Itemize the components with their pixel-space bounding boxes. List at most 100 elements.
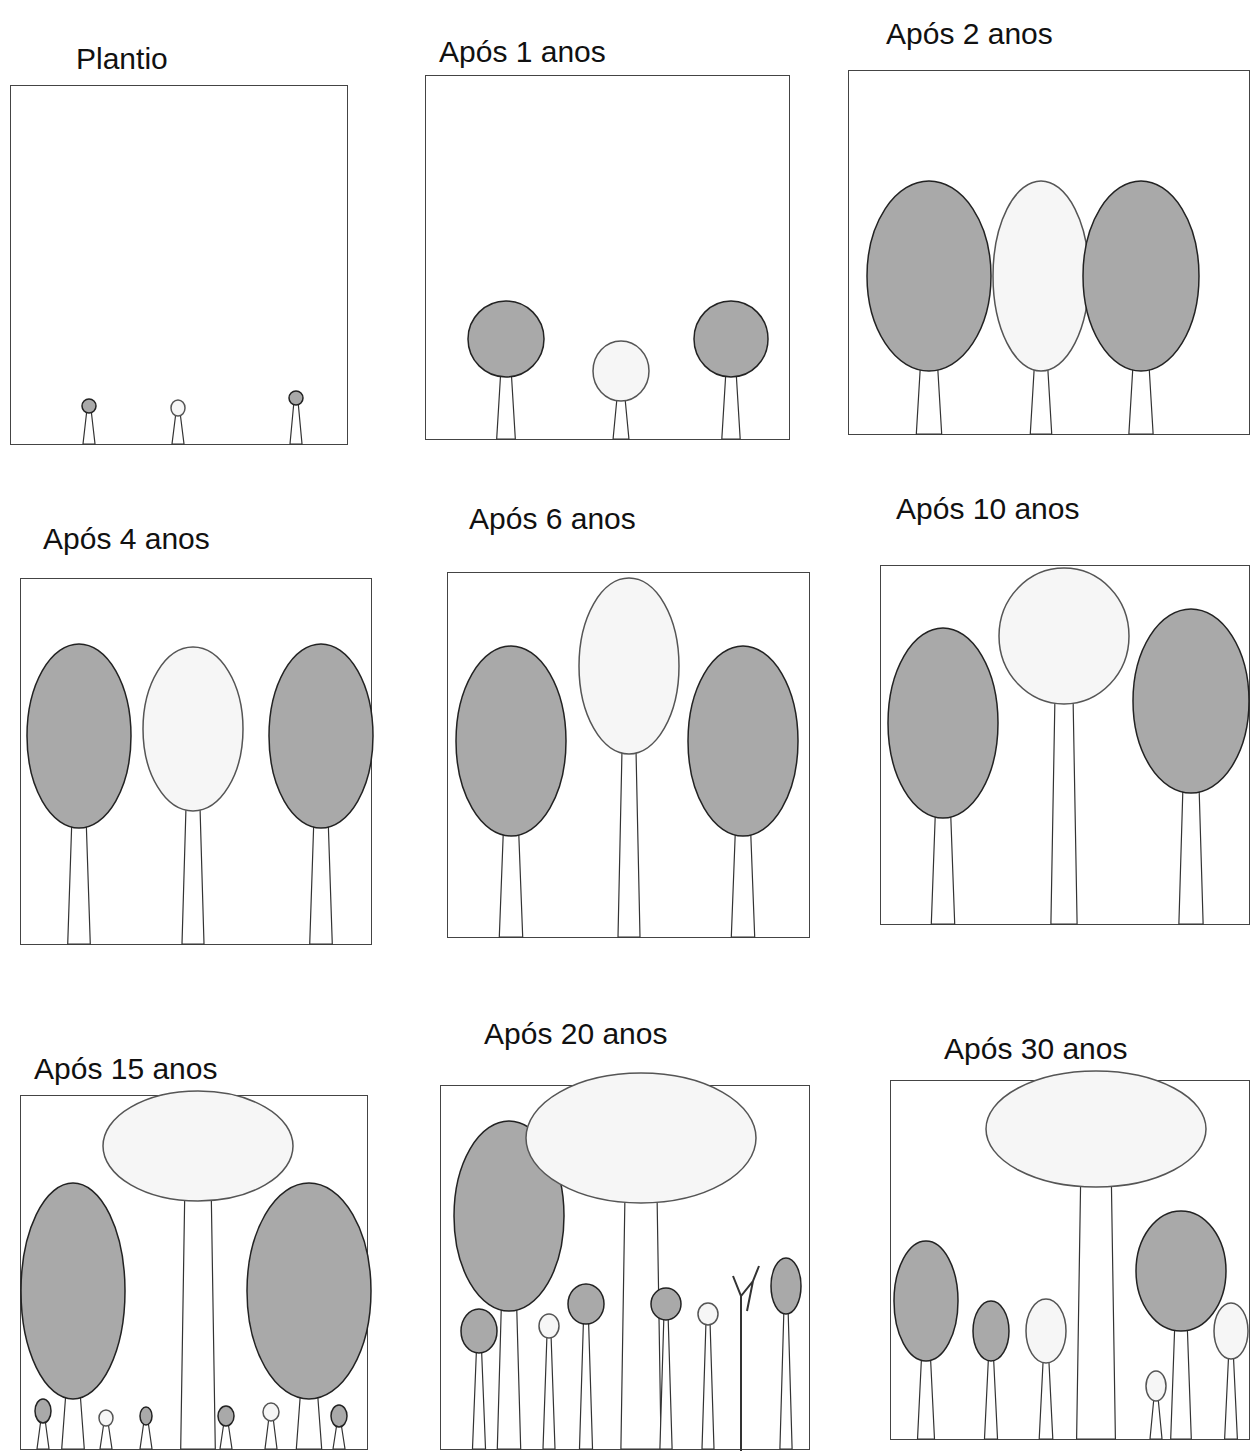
tree-trunk [731, 832, 754, 937]
tree-trunk [83, 409, 95, 444]
tree-trunk [579, 1320, 592, 1449]
stage-heading: Plantio [76, 41, 168, 77]
tree-trunk [1077, 1183, 1116, 1439]
stage-panel: Após 4 anos [20, 578, 372, 945]
tree-trunk [182, 807, 204, 944]
tree-trunk [290, 401, 302, 444]
late-tree-crown [867, 181, 991, 371]
forest-illustration [891, 1081, 1251, 1441]
tree-trunk [472, 1349, 485, 1449]
pioneer-tree-crown [1146, 1371, 1166, 1401]
late-tree-crown [771, 1258, 801, 1314]
late-tree-crown [269, 644, 373, 828]
forest-illustration [441, 1086, 811, 1451]
pioneer-tree-crown [579, 578, 679, 754]
tree-trunk [1051, 700, 1077, 924]
late-tree-crown [888, 628, 998, 818]
late-tree-crown [289, 391, 303, 405]
forest-illustration [448, 573, 811, 939]
tree-trunk [497, 1307, 520, 1449]
tree-trunk [499, 832, 522, 937]
late-tree-crown [1133, 609, 1249, 793]
late-tree-crown [140, 1407, 152, 1425]
tree-trunk [984, 1357, 997, 1439]
pioneer-tree-crown [1026, 1299, 1066, 1363]
tree-trunk [722, 373, 740, 439]
tree-trunk [621, 1199, 661, 1449]
late-tree-crown [651, 1288, 681, 1320]
late-tree-crown [456, 646, 566, 836]
pioneer-tree-crown [526, 1073, 756, 1203]
tree-trunk [1150, 1397, 1162, 1439]
forest-illustration [21, 1096, 369, 1451]
pioneer-tree-crown [103, 1091, 293, 1201]
stage-heading: Após 6 anos [469, 501, 636, 537]
forest-illustration [21, 579, 373, 946]
late-tree-crown [694, 301, 768, 377]
pioneer-tree-crown [539, 1314, 559, 1338]
tree-trunk [310, 824, 333, 944]
stage-panel: Após 1 anos [425, 75, 790, 440]
dead-tree [733, 1266, 759, 1451]
pioneer-tree-crown [263, 1403, 279, 1421]
forest-illustration [11, 86, 349, 446]
tree-trunk [1225, 1355, 1238, 1439]
tree-trunk [296, 1395, 321, 1449]
stage-panel: Após 15 anos [20, 1095, 368, 1450]
stage-heading: Após 30 anos [944, 1031, 1127, 1067]
late-tree-crown [21, 1183, 125, 1399]
tree-trunk [1179, 789, 1203, 924]
tree-trunk [62, 1395, 85, 1449]
tree-trunk [931, 814, 954, 924]
forest-illustration [881, 566, 1251, 926]
late-tree-crown [1083, 181, 1199, 371]
tree-trunk [916, 367, 941, 434]
tree-trunk [1129, 367, 1153, 434]
tree-trunk [613, 397, 629, 439]
late-tree-crown [82, 399, 96, 413]
stage-panel: Após 10 anos [880, 565, 1250, 925]
tree-trunk [172, 412, 184, 444]
stage-panel: Após 30 anos [890, 1080, 1250, 1440]
stage-panel: Após 2 anos [848, 70, 1250, 435]
pioneer-tree-crown [698, 1303, 718, 1325]
forest-illustration [849, 71, 1251, 436]
late-tree-crown [247, 1183, 371, 1399]
pioneer-tree-crown [999, 568, 1129, 704]
tree-trunk [1171, 1327, 1192, 1439]
late-tree-crown [27, 644, 131, 828]
tree-trunk [660, 1316, 672, 1449]
pioneer-tree-crown [171, 400, 185, 416]
forest-illustration [426, 76, 791, 441]
late-tree-crown [688, 646, 798, 836]
tree-trunk [780, 1310, 792, 1449]
pioneer-tree-crown [986, 1071, 1206, 1187]
stage-panel: Após 20 anos [440, 1085, 810, 1450]
stage-heading: Após 10 anos [896, 491, 1079, 527]
pioneer-tree-crown [593, 341, 649, 401]
tree-trunk [181, 1197, 216, 1449]
late-tree-crown [1136, 1211, 1226, 1331]
stage-heading: Após 2 anos [886, 16, 1053, 52]
pioneer-tree-crown [1214, 1303, 1248, 1359]
late-tree-crown [894, 1241, 958, 1361]
tree-trunk [543, 1334, 555, 1449]
pioneer-tree-crown [99, 1410, 113, 1426]
tree-trunk [265, 1417, 277, 1449]
tree-trunk [702, 1321, 714, 1449]
late-tree-crown [468, 301, 544, 377]
tree-trunk [1039, 1359, 1053, 1439]
late-tree-crown [461, 1309, 497, 1353]
late-tree-crown [331, 1405, 347, 1427]
late-tree-crown [973, 1301, 1009, 1361]
late-tree-crown [218, 1406, 234, 1426]
tree-trunk [1030, 367, 1051, 434]
pioneer-tree-crown [993, 181, 1089, 371]
stage-panel: Plantio [10, 85, 348, 445]
stage-heading: Após 15 anos [34, 1051, 217, 1087]
tree-trunk [618, 750, 640, 937]
tree-trunk [68, 824, 91, 944]
pioneer-tree-crown [143, 647, 243, 811]
late-tree-crown [35, 1399, 51, 1423]
stage-heading: Após 4 anos [43, 521, 210, 557]
